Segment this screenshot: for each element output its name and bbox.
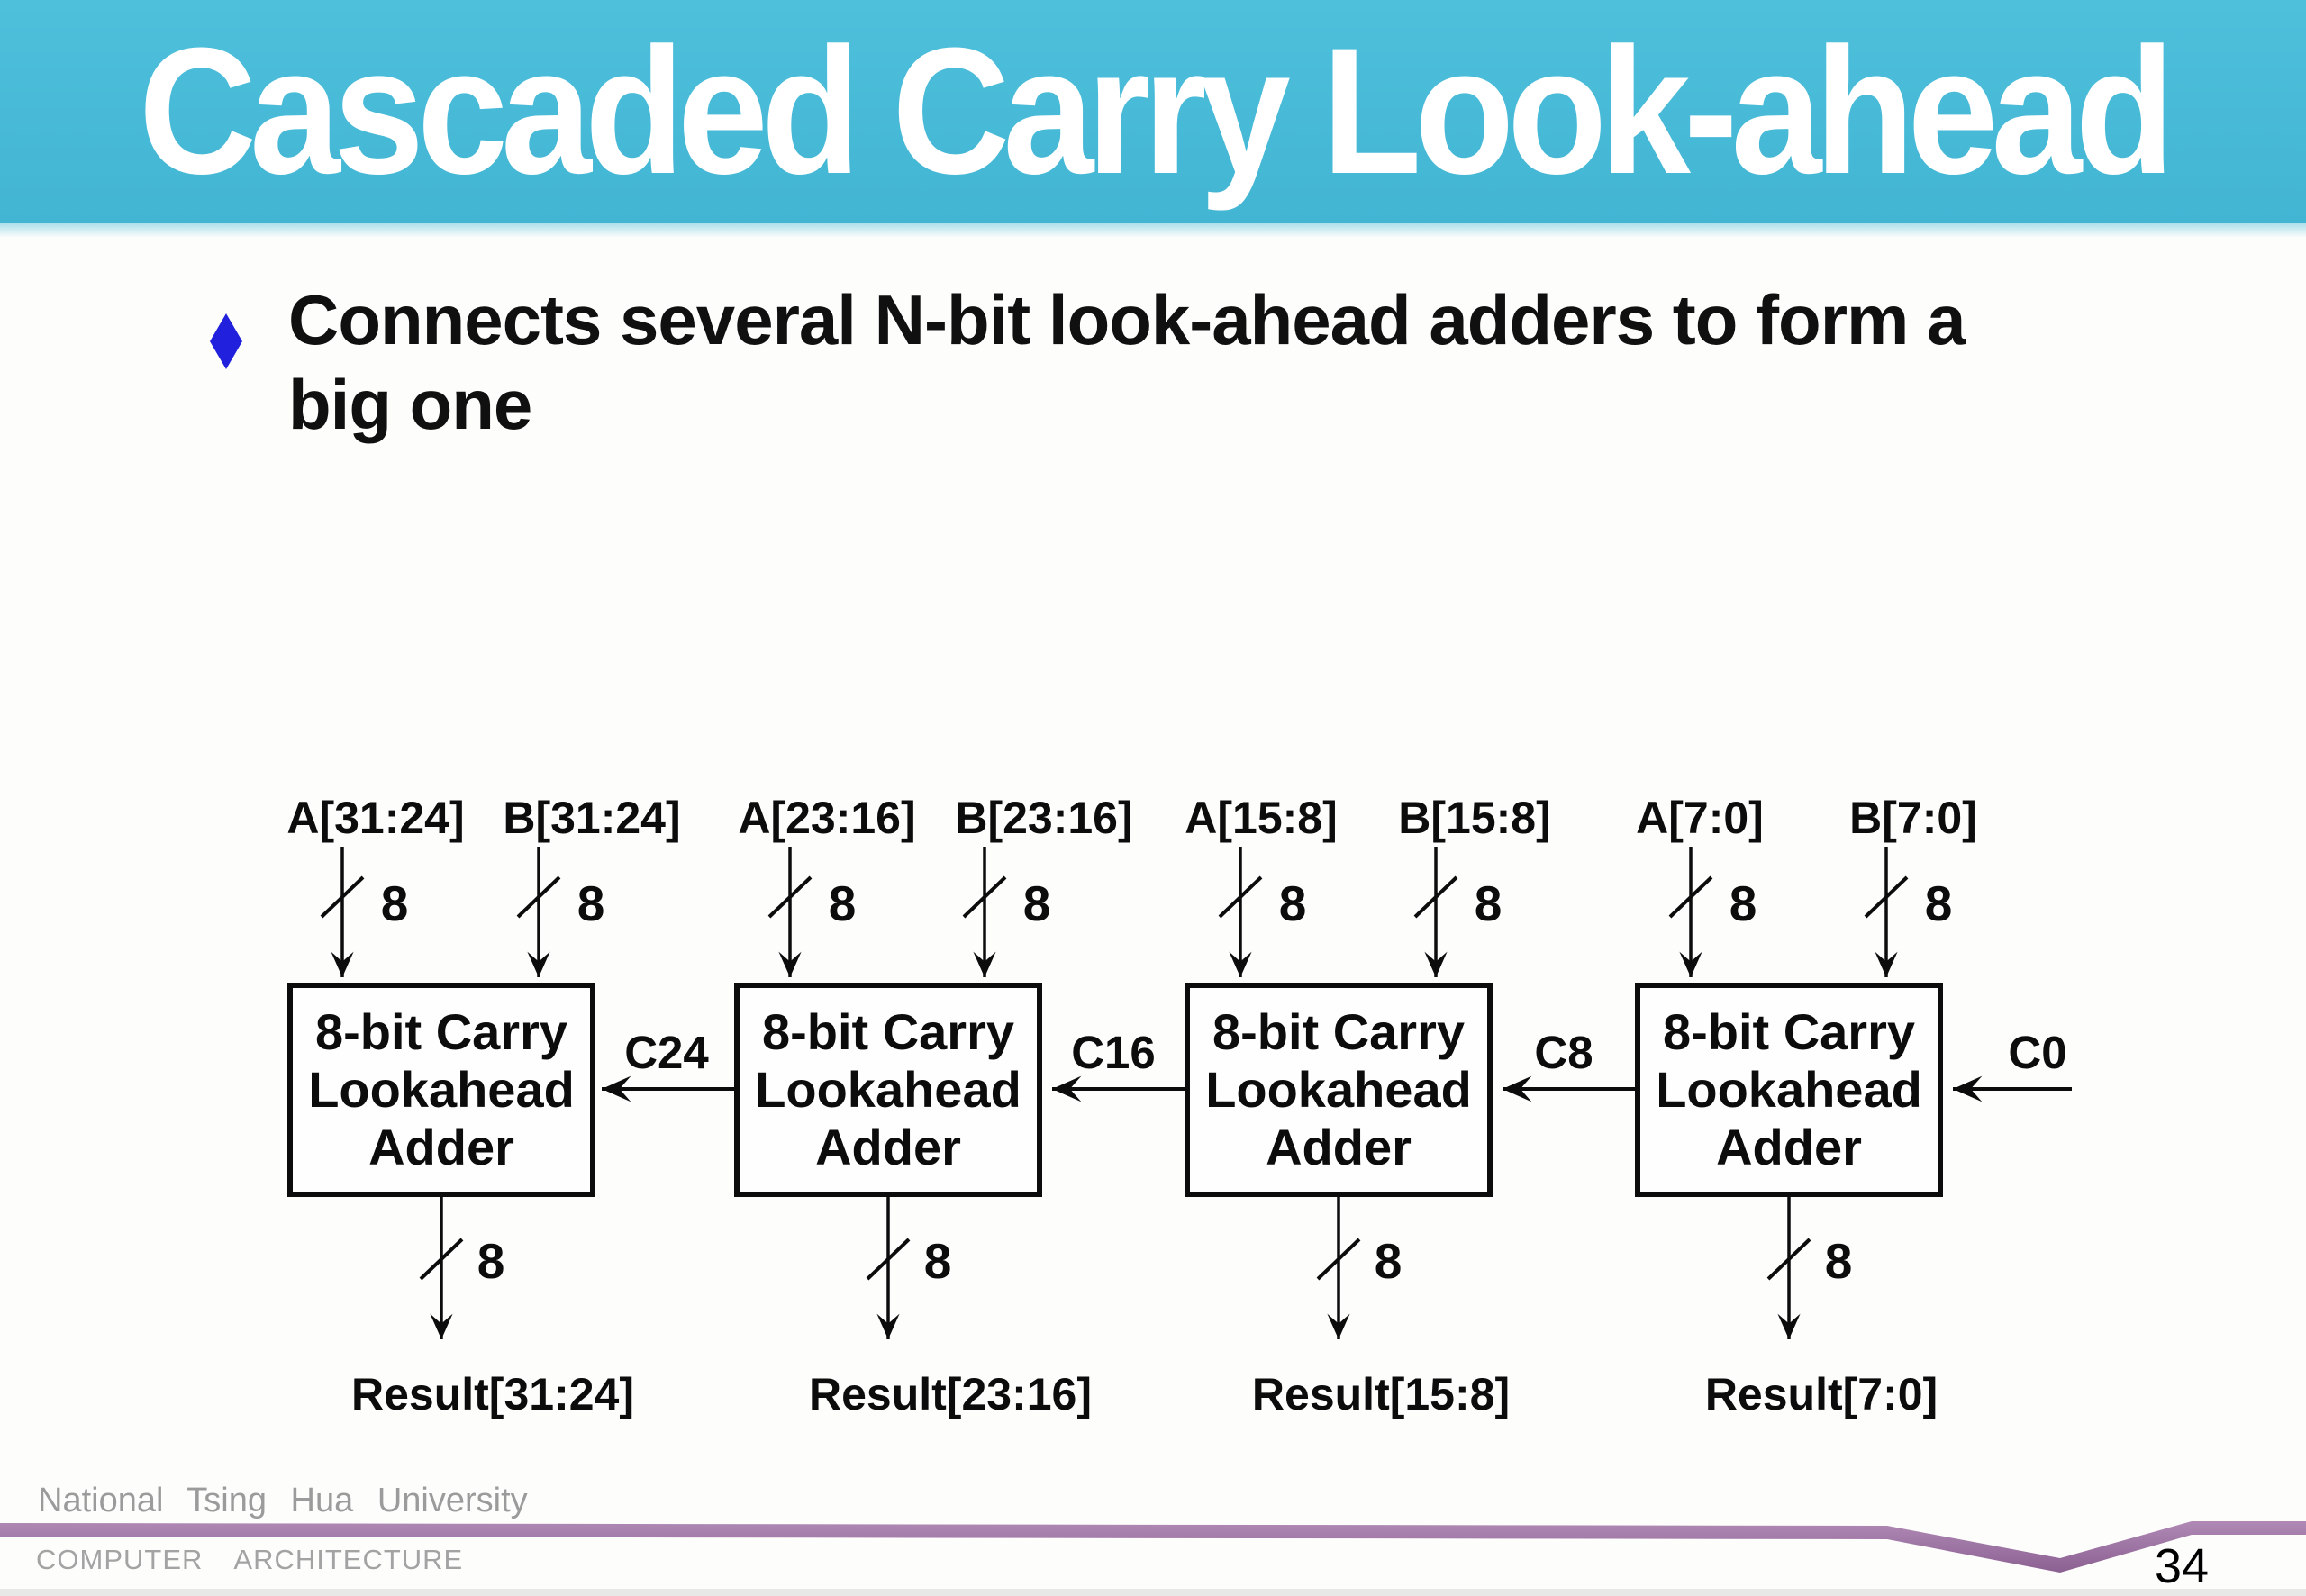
- adder-label: 8-bit Carry: [314, 1003, 568, 1060]
- adder-label: Adder: [1266, 1119, 1412, 1175]
- bullet-line-2: big one: [288, 365, 532, 444]
- carry-label-c8: C8: [1534, 1027, 1593, 1078]
- bus-width-label: 8: [380, 875, 409, 931]
- adder-label: Adder: [815, 1119, 961, 1175]
- bus-width-label: 8: [1824, 1233, 1853, 1289]
- result-label-1: Result[23:16]: [809, 1369, 1092, 1419]
- bus-slash: [1316, 1238, 1361, 1281]
- adder-box-0: 8-bit Carry Lookahead Adder: [287, 983, 595, 1197]
- adder-label: 8-bit Carry: [1662, 1003, 1916, 1060]
- result-label-2: Result[15:8]: [1251, 1369, 1511, 1419]
- bus-width-label: 8: [1729, 875, 1757, 931]
- title-bar-fade: [0, 223, 2306, 238]
- bus-slash: [962, 875, 1007, 919]
- result-label-0: Result[31:24]: [351, 1369, 634, 1419]
- input-label-b2: B[15:8]: [1398, 793, 1551, 843]
- bus-width-label: 8: [828, 875, 857, 931]
- adder-label: 8-bit Carry: [1212, 1003, 1466, 1060]
- adder-label: 8-bit Carry: [761, 1003, 1015, 1060]
- page-number: 34: [2155, 1539, 2210, 1593]
- bus-width-label: 8: [1278, 875, 1307, 931]
- bullet-text: Connects several N-bit look-ahead adders…: [288, 277, 2252, 447]
- bus-slash: [1766, 1238, 1811, 1281]
- input-label-b0: B[31:24]: [503, 793, 681, 843]
- bus-slash: [1413, 875, 1458, 919]
- bus-slash: [516, 875, 561, 919]
- course-word-2: ARCHITECTURE: [233, 1544, 464, 1575]
- bus-slash: [767, 875, 813, 919]
- adder-box-1: 8-bit Carry Lookahead Adder: [734, 983, 1042, 1197]
- bus-width-label: 8: [477, 1233, 505, 1289]
- bus-width-label: 8: [576, 875, 605, 931]
- adder-label: Lookahead: [1205, 1061, 1472, 1118]
- bus-slash: [320, 875, 365, 919]
- input-label-a3: A[7:0]: [1636, 793, 1764, 843]
- carry-label-c16: C16: [1071, 1027, 1156, 1078]
- adder-box-2: 8-bit Carry Lookahead Adder: [1185, 983, 1493, 1197]
- bus-width-label: 8: [1924, 875, 1953, 931]
- adder-label: Lookahead: [1656, 1061, 1922, 1118]
- input-label-a0: A[31:24]: [286, 793, 465, 843]
- result-label-3: Result[7:0]: [1704, 1369, 1938, 1419]
- bus-slash: [419, 1238, 464, 1281]
- input-label-b3: B[7:0]: [1849, 793, 1977, 843]
- bus-width-label: 8: [1474, 875, 1503, 931]
- title-bar: Cascaded Carry Look-ahead: [0, 0, 2306, 223]
- course-name: COMPUTER ARCHITECTURE: [36, 1544, 494, 1576]
- page-title: Cascaded Carry Look-ahead: [138, 11, 2174, 213]
- adder-label: Adder: [368, 1119, 514, 1175]
- carry-label-c0: C0: [2008, 1027, 2067, 1078]
- bus-width-label: 8: [923, 1233, 952, 1289]
- input-label-a1: A[23:16]: [738, 793, 916, 843]
- bus-width-label: 8: [1374, 1233, 1403, 1289]
- university-name: National Tsing Hua University: [38, 1482, 528, 1519]
- bottom-edge-strip: [0, 1589, 2306, 1596]
- bullet-line-1: Connects several N-bit look-ahead adders…: [288, 280, 1966, 359]
- carry-label-c24: C24: [624, 1027, 709, 1078]
- bus-width-label: 8: [1022, 875, 1051, 931]
- adder-label: Lookahead: [755, 1061, 1021, 1118]
- bus-slash: [866, 1238, 911, 1281]
- bus-slash: [1218, 875, 1263, 919]
- input-label-b1: B[23:16]: [955, 793, 1133, 843]
- adder-label: Adder: [1716, 1119, 1862, 1175]
- adder-label: Lookahead: [308, 1061, 575, 1118]
- course-word-1: COMPUTER: [36, 1544, 204, 1575]
- adder-box-3: 8-bit Carry Lookahead Adder: [1635, 983, 1943, 1197]
- bus-slash: [1864, 875, 1909, 919]
- ribbon-shape: [0, 1521, 2306, 1573]
- input-label-a2: A[15:8]: [1185, 793, 1338, 843]
- bus-slash: [1668, 875, 1713, 919]
